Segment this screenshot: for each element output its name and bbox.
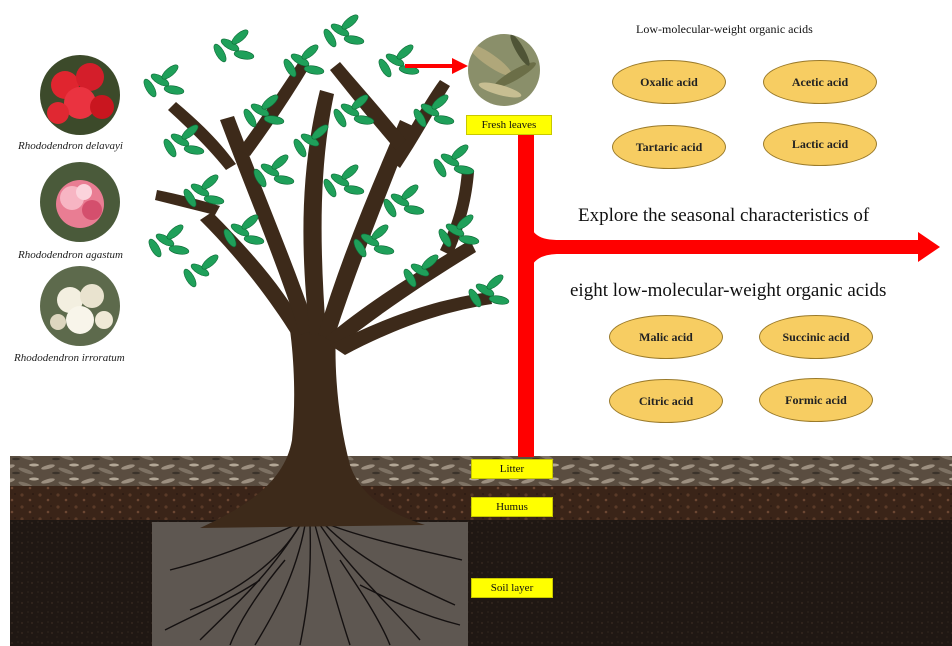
acid-oxalic: Oxalic acid bbox=[612, 60, 726, 104]
tree-roots bbox=[164, 524, 463, 646]
species-label-agastum: Rhododendron agastum bbox=[18, 249, 124, 261]
explore-line-1: Explore the seasonal characteristics of bbox=[578, 205, 870, 226]
acids-title: Low-molecular-weight organic acids bbox=[636, 22, 813, 36]
humus-tag: Humus bbox=[471, 497, 553, 517]
fresh-leaves-photo bbox=[468, 34, 540, 106]
species-label-irroratum: Rhododendron irroratum bbox=[14, 352, 125, 364]
acid-malic: Malic acid bbox=[609, 315, 723, 359]
tree-trunk bbox=[155, 60, 492, 528]
litter-tag: Litter bbox=[471, 459, 553, 479]
flow-arrow bbox=[518, 135, 940, 457]
acid-lactic: Lactic acid bbox=[763, 122, 877, 166]
species-label-delavayi: Rhododendron delavayi bbox=[18, 140, 123, 152]
soil-layer-tag: Soil layer bbox=[471, 578, 553, 598]
rhododendron-agastum-photo bbox=[40, 162, 120, 242]
acid-formic: Formic acid bbox=[759, 378, 873, 422]
fresh-leaves-tag: Fresh leaves bbox=[466, 115, 552, 135]
acid-acetic: Acetic acid bbox=[763, 60, 877, 104]
acid-citric: Citric acid bbox=[609, 379, 723, 423]
rhododendron-irroratum-photo bbox=[40, 266, 120, 346]
rhododendron-delavayi-photo bbox=[40, 55, 120, 135]
acid-tartaric: Tartaric acid bbox=[612, 125, 726, 169]
acid-succinic: Succinic acid bbox=[759, 315, 873, 359]
explore-line-2: eight low-molecular-weight organic acids bbox=[570, 280, 887, 301]
tree-leaves bbox=[143, 14, 510, 308]
